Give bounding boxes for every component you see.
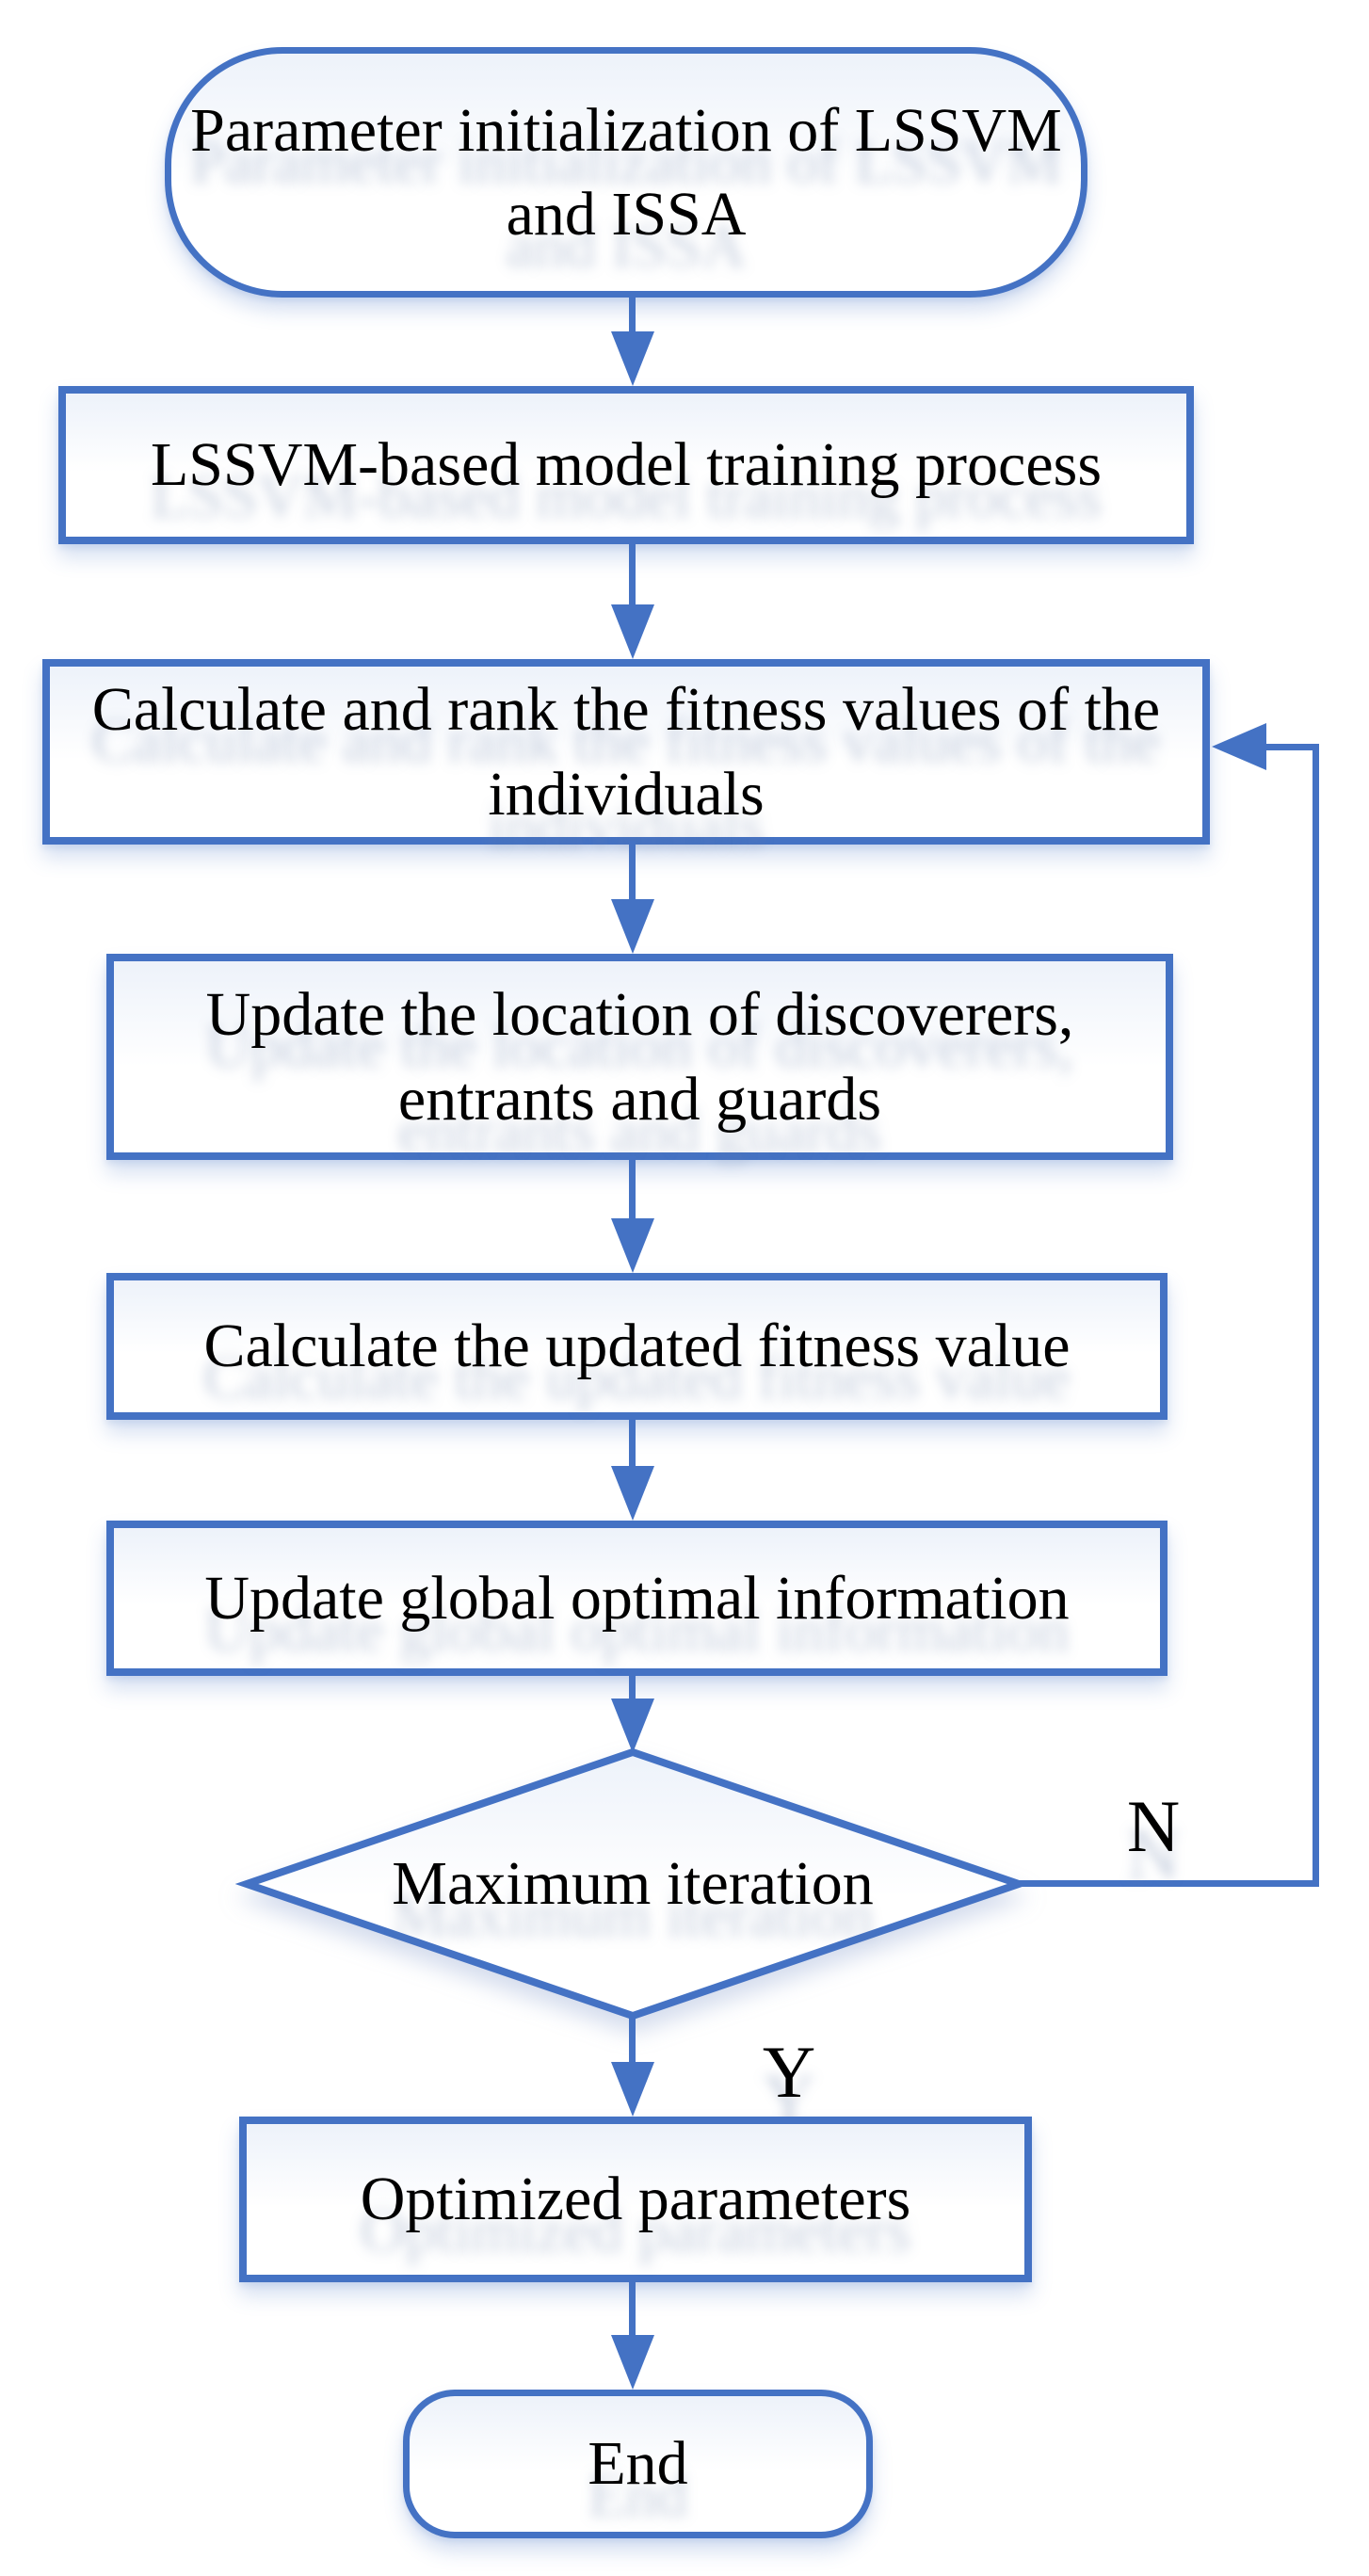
process-update-location-label: Update the location of discoverers, entr…	[205, 980, 1074, 1134]
arrow-update-fitness-head	[611, 1218, 654, 1273]
process-global-optimal: Update global optimal information	[106, 1521, 1168, 1676]
arrow-optimized-end-head	[611, 2335, 654, 2390]
process-updated-fitness-label: Calculate the updated fitness value	[203, 1312, 1071, 1381]
process-optimized-params-label: Optimized parameters	[360, 2165, 911, 2234]
decision-max-iteration-label: Maximum iteration	[392, 1849, 874, 1918]
process-update-location: Update the location of discoverers, entr…	[106, 954, 1173, 1160]
process-updated-fitness: Calculate the updated fitness value	[106, 1273, 1168, 1420]
feedback-line-bottom	[1012, 1880, 1319, 1887]
feedback-arrow-head	[1212, 723, 1266, 770]
arrow-fitness-global-head	[611, 1466, 654, 1521]
yes-label-text: Y	[762, 2031, 816, 2113]
arrow-start-training-shaft	[629, 295, 636, 334]
process-optimized-params: Optimized parameters	[239, 2117, 1032, 2282]
yes-label: Y	[742, 2030, 836, 2115]
arrow-optimized-end-shaft	[629, 2278, 636, 2338]
arrow-start-training-head	[611, 331, 654, 386]
terminal-start: Parameter initialization of LSSVM and IS…	[165, 47, 1087, 298]
process-training-label: LSSVM-based model training process	[150, 430, 1102, 500]
arrow-global-decision-shaft	[629, 1672, 636, 1701]
arrow-training-rank-head	[611, 604, 654, 659]
arrow-update-fitness-shaft	[629, 1156, 636, 1222]
terminal-start-label: Parameter initialization of LSSVM and IS…	[190, 95, 1062, 249]
feedback-line-top	[1262, 744, 1319, 750]
process-training: LSSVM-based model training process	[58, 386, 1194, 544]
arrow-fitness-global-shaft	[629, 1416, 636, 1469]
process-global-optimal-label: Update global optimal information	[204, 1563, 1070, 1633]
process-rank-fitness-label: Calculate and rank the fitness values of…	[91, 675, 1161, 829]
process-rank-fitness: Calculate and rank the fitness values of…	[42, 659, 1210, 845]
no-label: N	[1092, 1784, 1215, 1869]
arrow-training-rank-shaft	[629, 540, 636, 608]
arrow-rank-update-head	[611, 899, 654, 954]
terminal-end: End	[403, 2390, 873, 2538]
arrow-decision-optimized-shaft	[629, 2012, 636, 2065]
arrow-rank-update-shaft	[629, 841, 636, 902]
terminal-end-label: End	[588, 2429, 688, 2499]
arrow-global-decision-head	[611, 1699, 654, 1753]
feedback-line-vertical	[1313, 744, 1319, 1887]
decision-max-iteration: Maximum iteration	[294, 1839, 972, 1929]
no-label-text: N	[1126, 1785, 1181, 1867]
arrow-decision-optimized-head	[611, 2062, 654, 2117]
